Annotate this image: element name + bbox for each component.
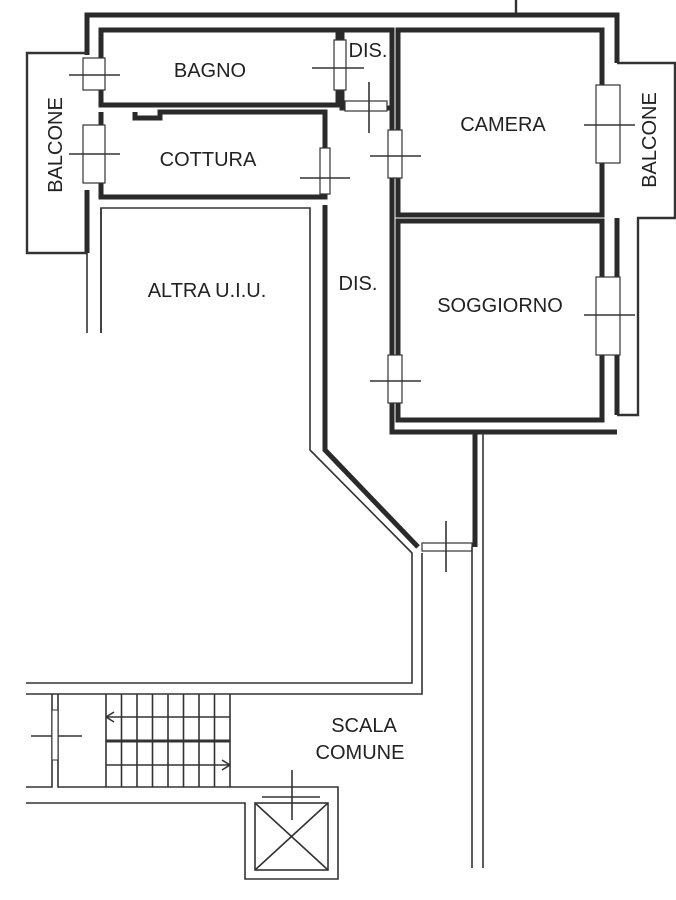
stair-line xyxy=(221,759,231,766)
staircase xyxy=(105,694,231,787)
room-label-comune: COMUNE xyxy=(316,742,405,764)
room-label-dis-corridor: DIS. xyxy=(339,273,378,295)
room-label-balcone-right: BALCONE xyxy=(639,92,661,188)
room-label-soggiorno: SOGGIORNO xyxy=(437,295,563,317)
room-label-altra-uiu: ALTRA U.I.U. xyxy=(148,280,267,302)
common-area-lines xyxy=(26,207,484,880)
room-label-scala: SCALA xyxy=(331,715,397,737)
elevator-shaft xyxy=(254,796,329,871)
room-label-bagno: BAGNO xyxy=(174,60,246,82)
stair-line xyxy=(105,711,115,718)
stair-line xyxy=(105,716,115,723)
room-label-cottura: COTTURA xyxy=(160,149,257,171)
opening-markers xyxy=(31,67,635,820)
windows xyxy=(82,39,621,552)
stair-window xyxy=(51,709,59,761)
stair-line xyxy=(221,764,231,771)
balcony-right xyxy=(617,61,676,417)
balcony-left xyxy=(25,51,87,255)
room-label-dis-top: DIS. xyxy=(349,40,388,62)
room-label-camera: CAMERA xyxy=(460,114,546,136)
room-label-balcone-left: BALCONE xyxy=(45,97,67,193)
